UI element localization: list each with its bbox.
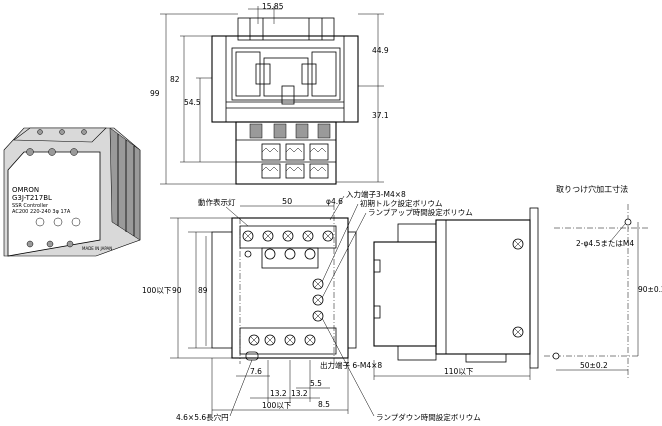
callout-ramp-down: ランプダウン時間設定ボリウム [376, 412, 481, 422]
setting-potentiometers [312, 278, 324, 322]
dim-90-tol: 90±0.2 [638, 285, 662, 294]
mounting-hole-spec: 2-φ4.5またはM4 [576, 239, 634, 248]
dim-44-9: 44.9 [372, 46, 389, 55]
input-terminal-label: 入力端子3-M4×8 [346, 189, 406, 199]
screw-row-2 [261, 247, 319, 269]
callout-long-hole: 4.6×5.6長穴円 [176, 412, 229, 422]
side-view: 110以下 [373, 207, 539, 380]
dim-8-5: 8.5 [318, 400, 330, 409]
dim-5-5: 5.5 [310, 379, 322, 388]
photo-bottom-text: MADE IN JAPAN [82, 246, 112, 251]
dim-100-max-left: 100以下 [142, 286, 172, 295]
mounting-hole-pattern: 取りつけ穴加工寸法 2-φ4.5またはM4 90±0.2 50±0.2 [544, 184, 662, 380]
dim-110-max: 110以下 [444, 367, 474, 376]
photo-label-line-2: AC200 220-240 3φ 17A [12, 209, 71, 215]
mounting-title: 取りつけ穴加工寸法 [556, 184, 628, 194]
dim-100-max-bottom: 100以下 [262, 401, 292, 410]
dim-phi-4-6: φ4.6 [326, 197, 343, 206]
top-view-terminals [261, 143, 329, 179]
dim-54-5: 54.5 [184, 98, 201, 107]
dim-50: 50 [282, 197, 292, 206]
dim-7-6: 7.6 [250, 367, 262, 376]
dim-99: 99 [150, 89, 160, 98]
front-view: 50 φ4.6 100以下 90 89 100以下 13.2 13.2 7.6 … [142, 189, 406, 414]
dim-13-2-a: 13.2 [270, 389, 287, 398]
heatsink-fins [211, 17, 359, 123]
dim-50-tol: 50±0.2 [580, 361, 608, 370]
photo-model: G3J-T217BL [12, 194, 52, 202]
callout-initial-torque: 初期トルク設定ボリウム [360, 198, 443, 208]
dim-82: 82 [170, 75, 180, 84]
output-terminal-label: 出力端子 6-M4×8 [320, 360, 382, 370]
dim-89: 89 [198, 286, 208, 295]
photo-label-line-1: SSR Controller [12, 203, 49, 209]
dim-90: 90 [172, 286, 182, 295]
photo-heatsink-fins [117, 134, 135, 236]
dim-37-1: 37.1 [372, 111, 389, 120]
callout-ramp-up: ランプアップ時間設定ボリウム [368, 207, 473, 217]
callouts: 動作表示灯 初期トルク設定ボリウム ランプアップ時間設定ボリウム 4.6×5.6… [176, 195, 481, 422]
product-photo: OMRON G3J-T217BL SSR Controller AC200 22… [3, 127, 141, 257]
dim-15-85: 15.85 [262, 2, 284, 11]
top-view: 15.85 44.9 37.1 99 82 54.5 [150, 2, 389, 185]
input-terminals [242, 230, 334, 242]
photo-brand: OMRON [12, 186, 39, 194]
dim-13-2-b: 13.2 [291, 389, 308, 398]
output-terminals [239, 327, 337, 355]
callout-status-lamp: 動作表示灯 [198, 197, 236, 207]
